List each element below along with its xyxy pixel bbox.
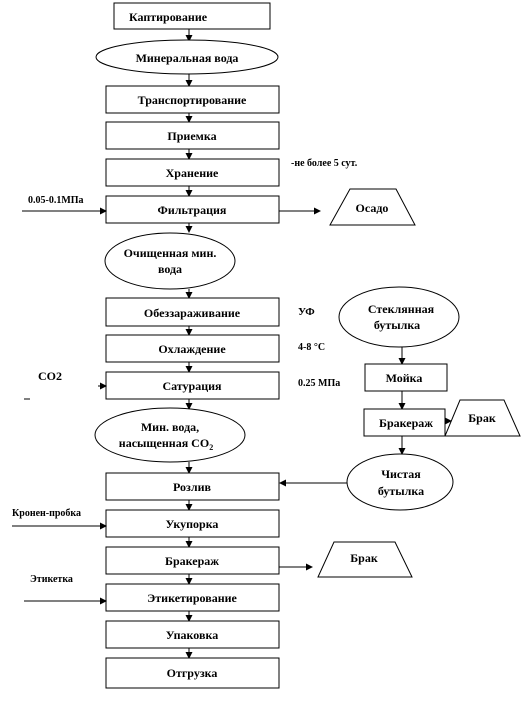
step-transport: Транспортирование: [105, 85, 280, 114]
step-filtration-label: Фильтрация: [158, 203, 227, 217]
step-bottle-brakerazh: Бракераж: [363, 408, 446, 437]
node-glass-bottle: Стеклянная бутылка: [338, 286, 460, 348]
cooling-temp-note: 4-8 °С: [298, 342, 325, 353]
node-purified-water: Очищенная мин. вода: [104, 232, 236, 290]
node-saturated-water: Мин. вода, насыщенная CO2: [94, 407, 246, 463]
node-saturated-water-line1: Мин. вода,: [141, 420, 199, 434]
uv-note: УФ: [298, 306, 315, 318]
step-saturation: Сатурация: [105, 371, 280, 400]
node-clean-bottle-line2: бутылка: [378, 484, 424, 498]
co2-note: СО2: [38, 369, 62, 383]
output-brak-product-label: Брак: [350, 551, 378, 565]
step-bottle-brakerazh-label: Бракераж: [379, 416, 433, 430]
label-note: Этикетка: [30, 574, 73, 585]
step-upakovka-label: Упаковка: [166, 628, 218, 642]
step-priemka: Приемка: [105, 121, 280, 150]
step-filtration: Фильтрация: [105, 195, 280, 224]
node-purified-water-line2: вода: [158, 262, 182, 276]
step-transport-label: Транспортирование: [138, 93, 247, 107]
output-sediment-label: Осадо: [356, 201, 389, 215]
node-glass-bottle-line1: Стеклянная: [368, 302, 435, 316]
output-sediment: Осадо: [329, 188, 416, 226]
step-rozliv-label: Розлив: [173, 480, 212, 494]
step-kaptirovanie-label: Каптирование: [129, 10, 208, 24]
output-brak-bottle: Брак: [444, 399, 521, 437]
step-disinfection: Обеззараживание: [105, 297, 280, 327]
step-cooling: Охлаждение: [105, 334, 280, 363]
node-saturated-water-line2: насыщенная CO2: [119, 436, 213, 452]
output-brak-bottle-label: Брак: [468, 411, 496, 425]
step-storage: Хранение: [105, 158, 280, 187]
step-ukuporka: Укупорка: [105, 509, 280, 538]
node-clean-bottle: Чистая бутылка: [346, 453, 454, 511]
step-etiketirovanie-label: Этикетирование: [147, 591, 237, 605]
step-moyka-label: Мойка: [386, 371, 423, 385]
step-priemka-label: Приемка: [167, 129, 216, 143]
step-rozliv: Розлив: [105, 472, 280, 501]
step-ukuporka-label: Укупорка: [166, 517, 219, 531]
step-upakovka: Упаковка: [105, 620, 280, 649]
step-brakerazh: Бракераж: [105, 546, 280, 575]
step-brakerazh-label: Бракераж: [165, 554, 219, 568]
node-glass-bottle-line2: бутылка: [374, 318, 420, 332]
step-storage-label: Хранение: [166, 166, 219, 180]
filter-pressure-note: 0.05-0.1МПа: [28, 195, 84, 206]
saturation-pressure-note: 0.25 МПа: [298, 378, 340, 389]
step-otgruzka-label: Отгрузка: [167, 666, 218, 680]
output-brak-product: Брак: [317, 541, 413, 578]
step-kaptirovanie: Каптирование: [113, 2, 271, 30]
node-clean-bottle-line1: Чистая: [381, 467, 421, 481]
step-cooling-label: Охлаждение: [158, 342, 226, 356]
node-mineral-water-label: Минеральная вода: [136, 51, 239, 65]
storage-note: -не более 5 сут.: [291, 158, 358, 169]
cork-note: Кронен-пробка: [12, 508, 81, 519]
step-otgruzka: Отгрузка: [105, 657, 280, 689]
step-saturation-label: Сатурация: [162, 379, 222, 393]
step-moyka: Мойка: [364, 363, 448, 392]
node-mineral-water: Минеральная вода: [95, 39, 279, 75]
step-disinfection-label: Обеззараживание: [144, 306, 241, 320]
step-etiketirovanie: Этикетирование: [105, 583, 280, 612]
node-purified-water-line1: Очищенная мин.: [124, 246, 217, 260]
